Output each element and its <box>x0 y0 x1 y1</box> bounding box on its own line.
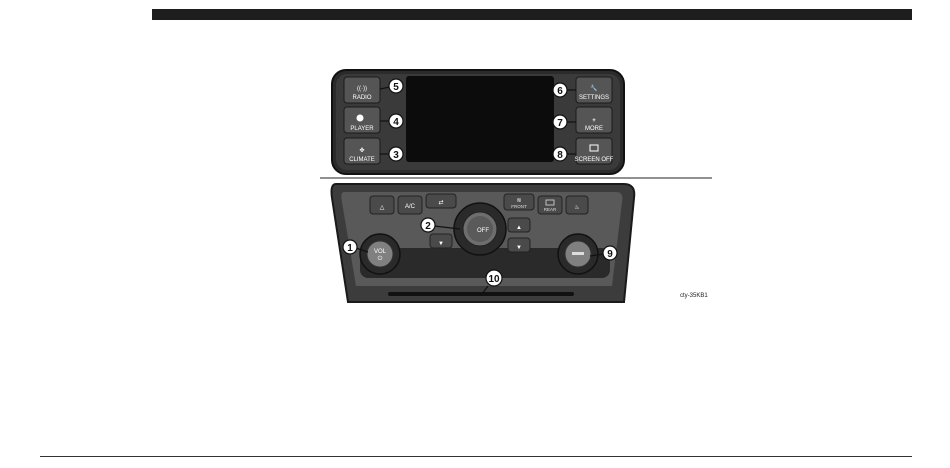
driver-temp-down-button[interactable]: ▼ <box>430 234 452 248</box>
cd-slot[interactable] <box>388 292 574 296</box>
display-screen[interactable] <box>406 76 554 162</box>
front-defrost-label: FRONT <box>511 204 527 209</box>
svg-text:2: 2 <box>425 221 431 232</box>
passenger-temp-up-button[interactable]: ▲ <box>508 218 530 232</box>
settings-button-label: SETTINGS <box>579 95 609 101</box>
climate-button[interactable]: ✤ CLIMATE <box>344 138 380 164</box>
wrench-icon: 🔧 <box>590 84 597 92</box>
volume-knob[interactable]: VOL ⏻ <box>360 234 400 274</box>
svg-text:10: 10 <box>488 274 500 285</box>
down-arrow-icon: ▼ <box>438 241 444 247</box>
fan-control-knob[interactable]: OFF <box>454 203 506 255</box>
player-button[interactable]: PLAYER <box>344 107 380 133</box>
antenna-icon: ((·)) <box>357 86 367 92</box>
fan-off-label: OFF <box>477 228 489 234</box>
more-button[interactable]: + MORE <box>576 107 612 133</box>
tune-knob[interactable] <box>558 234 598 274</box>
hazard-triangle-icon: △ <box>380 205 385 211</box>
svg-text:1: 1 <box>347 243 353 254</box>
screen-off-button-label: SCREEN OFF <box>575 157 614 163</box>
player-button-label: PLAYER <box>350 126 374 132</box>
screen-off-button[interactable]: SCREEN OFF <box>575 138 614 164</box>
svg-text:8: 8 <box>557 150 563 161</box>
header-bar <box>152 9 912 20</box>
ac-button[interactable]: A/C <box>398 196 422 214</box>
enter-icon <box>572 252 584 255</box>
volume-knob-label: VOL <box>374 249 387 255</box>
climate-control-panel: △ A/C ⇄ ≋ FRONT REAR ♨ OFF <box>332 184 635 302</box>
hazard-button[interactable]: △ <box>370 196 394 214</box>
front-defrost-button[interactable]: ≋ FRONT <box>504 194 534 210</box>
touchscreen-unit: ((·)) RADIO PLAYER ✤ CLIMATE 🔧 SETTINGS … <box>332 70 624 174</box>
rear-defrost-label: REAR <box>544 207 557 212</box>
passenger-temp-down-button[interactable]: ▼ <box>508 238 530 252</box>
media-player-icon <box>357 115 364 122</box>
fan-icon: ✤ <box>359 147 364 154</box>
down-arrow-icon: ▼ <box>516 245 522 251</box>
heated-seat-button[interactable]: ♨ <box>566 196 588 214</box>
settings-button[interactable]: 🔧 SETTINGS <box>576 77 612 103</box>
power-icon: ⏻ <box>378 255 383 262</box>
climate-button-label: CLIMATE <box>349 157 375 163</box>
recirculation-car-icon: ⇄ <box>438 199 443 206</box>
radio-button-label: RADIO <box>352 95 371 101</box>
plus-icon: + <box>592 118 596 124</box>
ac-button-label: A/C <box>405 204 416 210</box>
svg-text:5: 5 <box>393 82 399 93</box>
radio-button[interactable]: ((·)) RADIO <box>344 77 380 103</box>
footer-rule <box>40 456 912 457</box>
heated-seat-icon: ♨ <box>574 204 579 211</box>
recirculation-button[interactable]: ⇄ <box>426 194 456 208</box>
rear-defrost-button[interactable]: REAR <box>538 196 562 214</box>
up-arrow-icon: ▲ <box>516 225 522 231</box>
svg-text:6: 6 <box>557 86 563 97</box>
svg-text:3: 3 <box>393 150 399 161</box>
svg-text:4: 4 <box>393 117 399 128</box>
svg-text:9: 9 <box>607 249 613 260</box>
svg-text:7: 7 <box>557 118 563 129</box>
radio-climate-controls-figure: ((·)) RADIO PLAYER ✤ CLIMATE 🔧 SETTINGS … <box>320 66 740 310</box>
more-button-label: MORE <box>585 126 603 132</box>
figure-code: cty-35KB1 <box>680 293 708 299</box>
